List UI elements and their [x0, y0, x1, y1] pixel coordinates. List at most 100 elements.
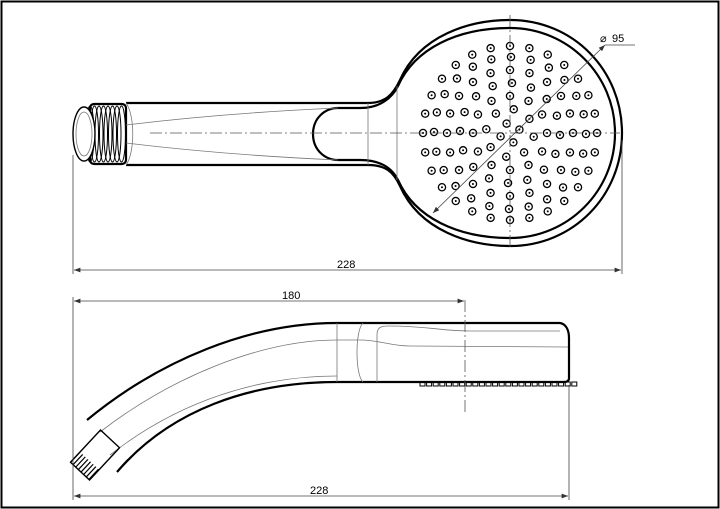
nozzle [468, 77, 478, 87]
side-nozzle [498, 381, 505, 387]
nozzle [486, 43, 495, 53]
diameter-value: 95 [612, 33, 624, 45]
nozzle [526, 83, 536, 92]
nozzle [539, 165, 549, 174]
side-nozzle [531, 381, 538, 387]
nozzle [439, 165, 448, 175]
nozzle [442, 128, 452, 138]
side-nozzle [558, 381, 565, 387]
thread-line [83, 463, 94, 475]
nozzle [437, 182, 447, 192]
nozzle [590, 148, 600, 157]
nozzle [451, 196, 461, 206]
nozzle [496, 132, 505, 141]
nozzle [468, 179, 478, 189]
side-nozzle [564, 381, 571, 387]
nozzle [509, 105, 519, 114]
side-length-label: 228 [310, 485, 328, 497]
nozzle [469, 162, 478, 172]
nozzle [519, 148, 529, 157]
thread-ring [103, 105, 113, 163]
nozzle [503, 178, 513, 188]
side-thread [69, 429, 121, 481]
nozzle [565, 109, 575, 118]
nozzle [524, 202, 533, 211]
thread-line [70, 451, 81, 463]
nozzle [473, 110, 483, 119]
nozzle [579, 110, 588, 119]
thread-ring [112, 105, 122, 163]
nozzle [486, 142, 495, 152]
nozzle [488, 81, 497, 91]
nozzle [509, 138, 518, 147]
nozzle [529, 132, 538, 142]
nozzle [484, 174, 494, 183]
top-length-label: 228 [337, 259, 355, 271]
nozzle [458, 146, 468, 155]
nozzle [437, 74, 447, 84]
thread-line [88, 468, 99, 480]
nozzle [471, 92, 481, 101]
side-nozzle [518, 381, 525, 387]
nozzle [454, 165, 464, 175]
nozzle [542, 77, 552, 87]
thread-nut [72, 102, 128, 166]
nozzle [429, 127, 439, 137]
side-nozzle [419, 381, 426, 387]
nozzle [572, 91, 581, 101]
side-nozzle [472, 381, 479, 387]
side-nozzle [439, 381, 446, 387]
nozzle [551, 149, 560, 159]
nozzle [502, 119, 511, 128]
side-nozzle [525, 381, 532, 387]
nozzle [420, 109, 430, 118]
nozzle [581, 129, 591, 139]
nozzle [487, 55, 496, 64]
top-view: ⌀ 95 228 [72, 15, 635, 274]
nozzle [523, 175, 532, 185]
nozzle [487, 96, 496, 106]
nozzle [558, 183, 568, 192]
nozzle [552, 111, 562, 120]
nozzle [454, 91, 464, 101]
nozzle [482, 124, 491, 134]
nozzle [432, 108, 442, 117]
side-view: 180 228 [69, 290, 578, 500]
top-length-dimension: 228 [72, 140, 623, 274]
nozzle [559, 60, 569, 70]
nozzle [445, 109, 455, 118]
nozzle [525, 43, 534, 53]
side-180-dimension: 180 [72, 290, 464, 500]
nozzle [542, 179, 552, 189]
thread-line [72, 454, 84, 466]
side-nozzle [492, 381, 499, 387]
thread-line [75, 456, 86, 468]
side-length-dimension: 228 [74, 385, 570, 500]
nozzle [556, 91, 566, 101]
nozzle [427, 166, 436, 175]
side-nozzle [544, 381, 551, 387]
side-nozzle [432, 381, 439, 387]
thread-ring [99, 105, 108, 163]
side-nozzle [485, 381, 492, 387]
side-nozzle [465, 381, 472, 387]
side-nozzle [538, 381, 545, 387]
side-nozzle [426, 381, 433, 387]
nozzle [486, 213, 495, 223]
nozzle [525, 213, 534, 223]
nozzle [440, 89, 449, 99]
nozzle [537, 147, 547, 156]
side-nozzle [452, 381, 459, 387]
diameter-symbol: ⌀ [600, 33, 607, 45]
diameter-dimension: ⌀ 95 [432, 33, 635, 214]
nozzle [525, 188, 534, 198]
nozzle [491, 109, 501, 118]
nozzle [515, 125, 524, 134]
nozzle [460, 107, 469, 117]
nozzle [525, 68, 534, 78]
nozzle [501, 152, 511, 161]
nozzle [507, 78, 517, 88]
nozzle [466, 194, 476, 203]
thread-line [85, 466, 97, 478]
